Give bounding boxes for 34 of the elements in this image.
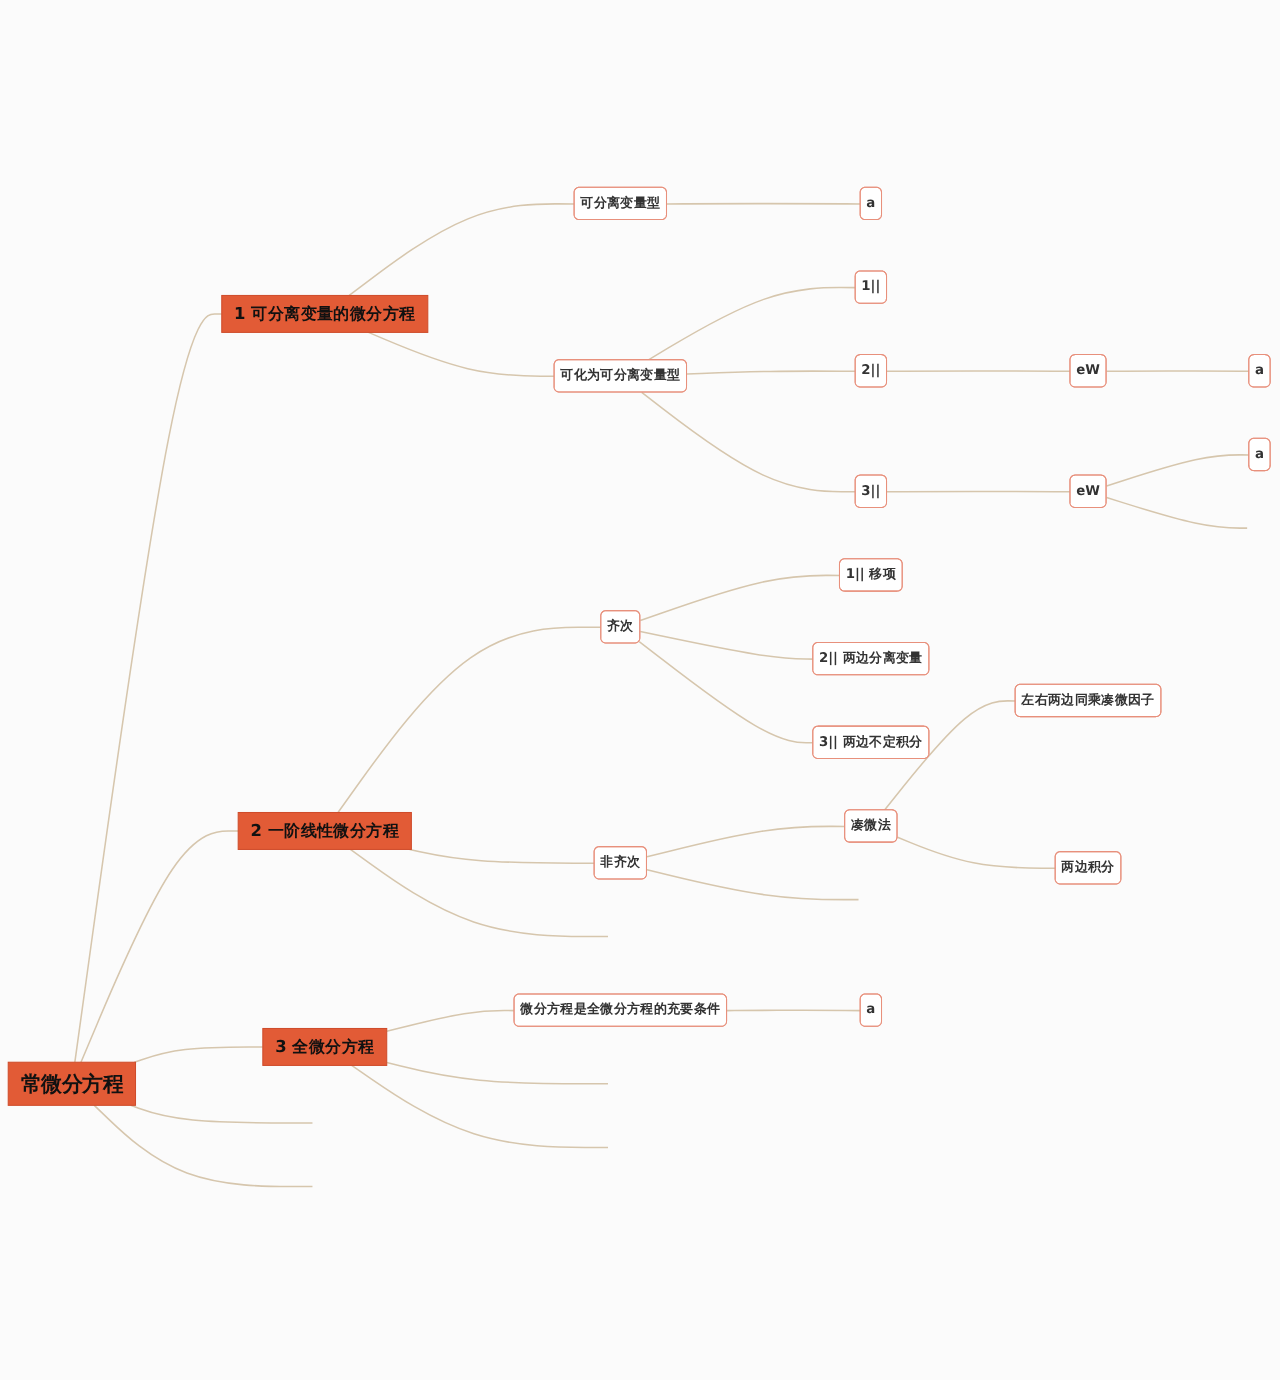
- connector: [350, 1064, 609, 1149]
- connector: [647, 286, 857, 361]
- connector: [74, 313, 223, 1063]
- connector: [349, 848, 609, 938]
- connector: [646, 825, 846, 858]
- connector: [686, 370, 857, 375]
- connector: [1105, 370, 1251, 373]
- connector: [646, 869, 860, 901]
- node-box: 1 可分离变量的微分方程: [221, 294, 429, 333]
- connector: [129, 1104, 314, 1124]
- connector: [408, 848, 596, 865]
- connector: [337, 626, 603, 814]
- connector: [93, 1104, 314, 1188]
- connector: [640, 391, 857, 493]
- connector: [367, 331, 556, 378]
- connector: [348, 203, 576, 297]
- connector: [666, 202, 862, 205]
- connector: [883, 700, 1017, 812]
- connector: [896, 836, 1057, 870]
- connector: [1105, 496, 1248, 529]
- node-box: 2 一阶线性微分方程: [237, 811, 412, 850]
- connector: [886, 370, 1072, 373]
- connector: [639, 630, 815, 660]
- node-box: 常微分方程: [7, 1061, 137, 1106]
- connector: [385, 1009, 516, 1033]
- connector: [1105, 454, 1251, 487]
- connector: [80, 830, 239, 1063]
- connector: [133, 1046, 264, 1063]
- connector: [639, 574, 841, 622]
- connector: [726, 1009, 862, 1012]
- connector: [385, 1061, 609, 1085]
- connector: [638, 640, 815, 744]
- connector: [886, 490, 1072, 493]
- node-box: 3 全微分方程: [262, 1027, 388, 1066]
